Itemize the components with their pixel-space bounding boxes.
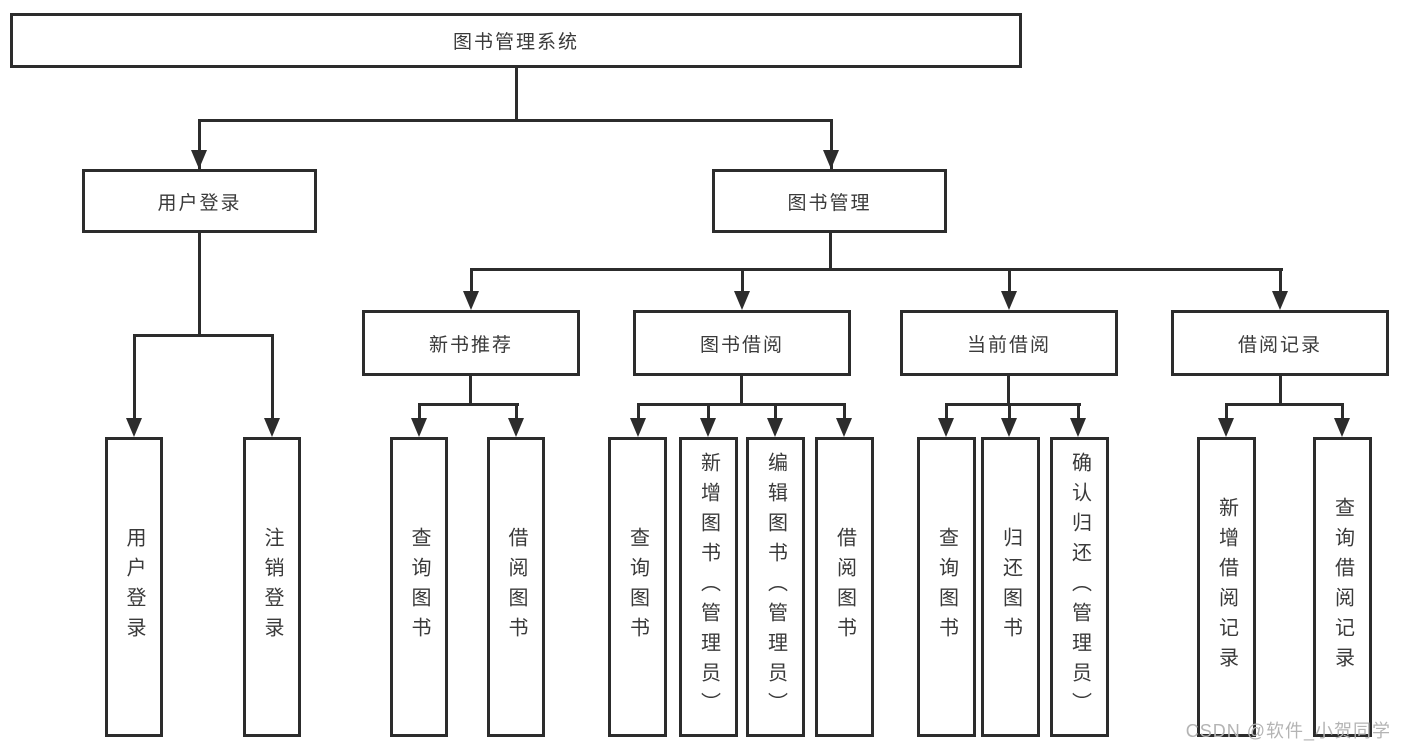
node-user-login: 用户登录 [82,169,317,233]
node-label: 注销登录 [261,527,283,647]
connector-line [1077,403,1080,419]
connector-line [1225,403,1343,406]
connector-line [133,334,274,337]
connector-line [774,403,777,419]
node-library-system: 图书管理系统 [10,13,1022,68]
leaf-current-confirm-return-admin: 确认归还（管理员） [1050,437,1109,737]
node-label: 当前借阅 [966,334,1051,356]
connector-line [418,403,519,406]
arrow-down-icon [411,418,427,437]
connector-line [470,268,473,292]
connector-line [637,403,640,419]
arrow-down-icon [1334,418,1350,437]
node-label: 查询借阅记录 [1331,497,1354,677]
leaf-current-query-book: 查询图书 [917,437,976,737]
node-label: 查询图书 [408,527,430,647]
arrow-down-icon [1272,291,1288,310]
node-label: 归还图书 [999,527,1022,647]
connector-line [271,334,274,419]
node-new-book-recommend: 新书推荐 [362,310,580,376]
leaf-record-add-borrow-record: 新增借阅记录 [1197,437,1256,737]
connector-line [707,403,710,419]
arrow-down-icon [700,418,716,437]
arrow-down-icon [734,291,750,310]
arrow-down-icon [1001,418,1017,437]
node-label: 查询图书 [935,527,958,647]
connector-line [198,119,833,122]
connector-line [1341,403,1344,419]
leaf-record-query-borrow-record: 查询借阅记录 [1313,437,1372,737]
arrow-down-icon [823,150,839,169]
connector-line [1008,268,1011,292]
connector-line [945,403,948,419]
connector-line [843,403,846,419]
connector-line [470,268,1283,271]
arrow-down-icon [508,418,524,437]
arrow-down-icon [767,418,783,437]
connector-line [741,268,744,292]
leaf-recommend-borrow-book: 借阅图书 [487,437,545,737]
leaf-borrow-edit-book-admin: 编辑图书（管理员） [746,437,805,737]
node-label: 新增借阅记录 [1215,497,1238,677]
node-label: 图书管理系统 [452,32,579,53]
leaf-user-login: 用户登录 [105,437,163,737]
node-book-borrow: 图书借阅 [633,310,851,376]
connector-line [740,376,743,406]
arrow-down-icon [938,418,954,437]
leaf-borrow-add-book-admin: 新增图书（管理员） [679,437,738,737]
connector-line [198,233,201,337]
leaf-current-return-book: 归还图书 [981,437,1040,737]
node-label: 用户登录 [123,527,145,647]
node-label: 用户登录 [157,192,242,214]
leaf-borrow-borrow-book: 借阅图书 [815,437,874,737]
node-label: 确认归还（管理员） [1068,452,1091,722]
arrow-down-icon [1001,291,1017,310]
arrow-down-icon [191,150,207,169]
node-current-borrow: 当前借阅 [900,310,1118,376]
node-label: 新增图书（管理员） [697,452,720,722]
node-label: 图书借阅 [699,334,784,356]
node-label: 图书管理 [787,192,872,214]
arrow-down-icon [630,418,646,437]
watermark: CSDN @软件_小贺同学 [1185,721,1391,741]
node-label: 查询图书 [626,527,649,647]
node-label: 借阅图书 [505,527,527,647]
connector-line [1279,268,1282,292]
node-label: 新书推荐 [428,334,513,356]
arrow-down-icon [836,418,852,437]
arrow-down-icon [1218,418,1234,437]
node-label: 编辑图书（管理员） [764,452,787,722]
arrow-down-icon [1070,418,1086,437]
arrow-down-icon [126,418,142,437]
node-book-management: 图书管理 [712,169,947,233]
connector-line [515,68,518,121]
connector-line [198,119,201,169]
connector-line [418,403,421,419]
connector-line [1225,403,1228,419]
leaf-borrow-query-book: 查询图书 [608,437,667,737]
connector-line [1279,376,1282,406]
arrow-down-icon [264,418,280,437]
connector-line [637,403,846,406]
node-label: 借阅记录 [1237,334,1322,356]
leaf-recommend-query-book: 查询图书 [390,437,448,737]
connector-line [1007,376,1010,406]
connector-line [830,119,833,169]
connector-line [829,233,832,271]
node-label: 借阅图书 [833,527,856,647]
connector-line [1008,403,1011,419]
connector-line [469,376,472,406]
leaf-logout: 注销登录 [243,437,301,737]
connector-line [133,334,136,419]
connector-line [945,403,1081,406]
node-borrow-record: 借阅记录 [1171,310,1389,376]
connector-line [515,403,518,419]
arrow-down-icon [463,291,479,310]
